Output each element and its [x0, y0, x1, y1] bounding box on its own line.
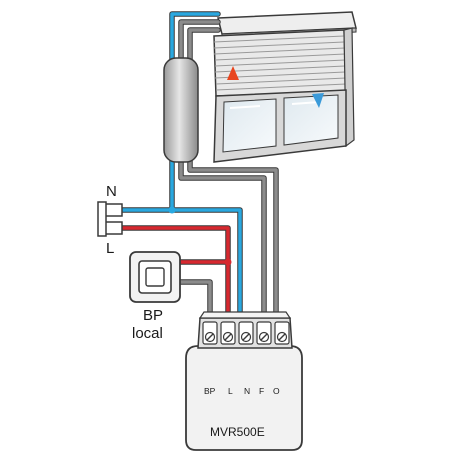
motor-wire-f	[179, 158, 266, 322]
roller-shutter	[213, 11, 357, 163]
neutral-wire-supply	[118, 158, 174, 212]
pushbutton-label-bp: BP	[143, 307, 163, 324]
mvr500e-module: BP L N F O MVR500E	[185, 311, 303, 451]
terminal-label-n: N	[244, 386, 250, 396]
neutral-wire-to-motor	[170, 12, 220, 62]
motor-wire-down	[188, 28, 220, 62]
module-body	[185, 345, 303, 451]
module-name: MVR500E	[210, 425, 265, 439]
terminal-label-o: O	[273, 386, 280, 396]
cable-sheath	[163, 57, 199, 163]
line-wire-supply	[118, 226, 230, 322]
window-pane-left	[222, 98, 277, 153]
line-label: L	[106, 240, 114, 257]
supply-terminal	[97, 201, 123, 237]
shutter-down-arrow-icon	[312, 93, 324, 108]
motor-wire-up	[179, 20, 220, 62]
neutral-label: N	[106, 183, 117, 200]
terminal-label-bp: BP	[204, 386, 216, 396]
neutral-wire-to-module	[170, 208, 242, 322]
terminal-label-f: F	[259, 386, 264, 396]
line-junction	[224, 258, 232, 266]
motor-wire-o	[188, 158, 278, 322]
terminal-label-l: L	[228, 386, 233, 396]
pushbutton-label-local: local	[132, 325, 163, 342]
terminal-screws	[202, 321, 290, 345]
shutter-up-arrow-icon	[227, 66, 239, 80]
local-pushbutton	[129, 251, 181, 303]
neutral-junction	[168, 206, 176, 214]
